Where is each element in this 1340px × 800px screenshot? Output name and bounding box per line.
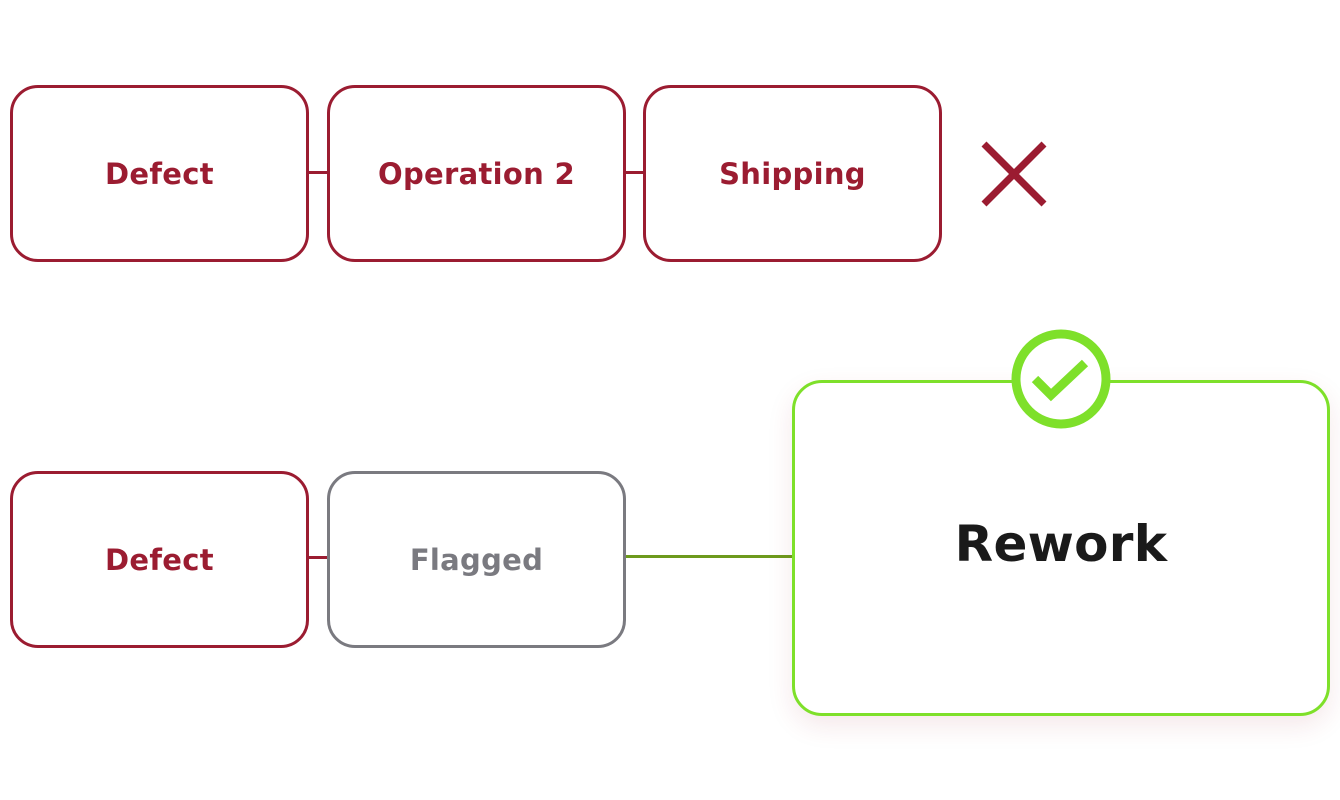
connector-to-rework: [626, 555, 794, 558]
connector: [626, 171, 643, 174]
step-flagged: Flagged: [327, 471, 626, 648]
checkmark-circle-icon: [1011, 329, 1111, 429]
step-defect-success-path: Defect: [10, 471, 309, 648]
step-shipping: Shipping: [643, 85, 942, 262]
x-mark-icon: [981, 141, 1047, 207]
step-operation-2: Operation 2: [327, 85, 626, 262]
step-defect-fail-path: Defect: [10, 85, 309, 262]
connector: [309, 171, 327, 174]
connector: [309, 556, 327, 559]
